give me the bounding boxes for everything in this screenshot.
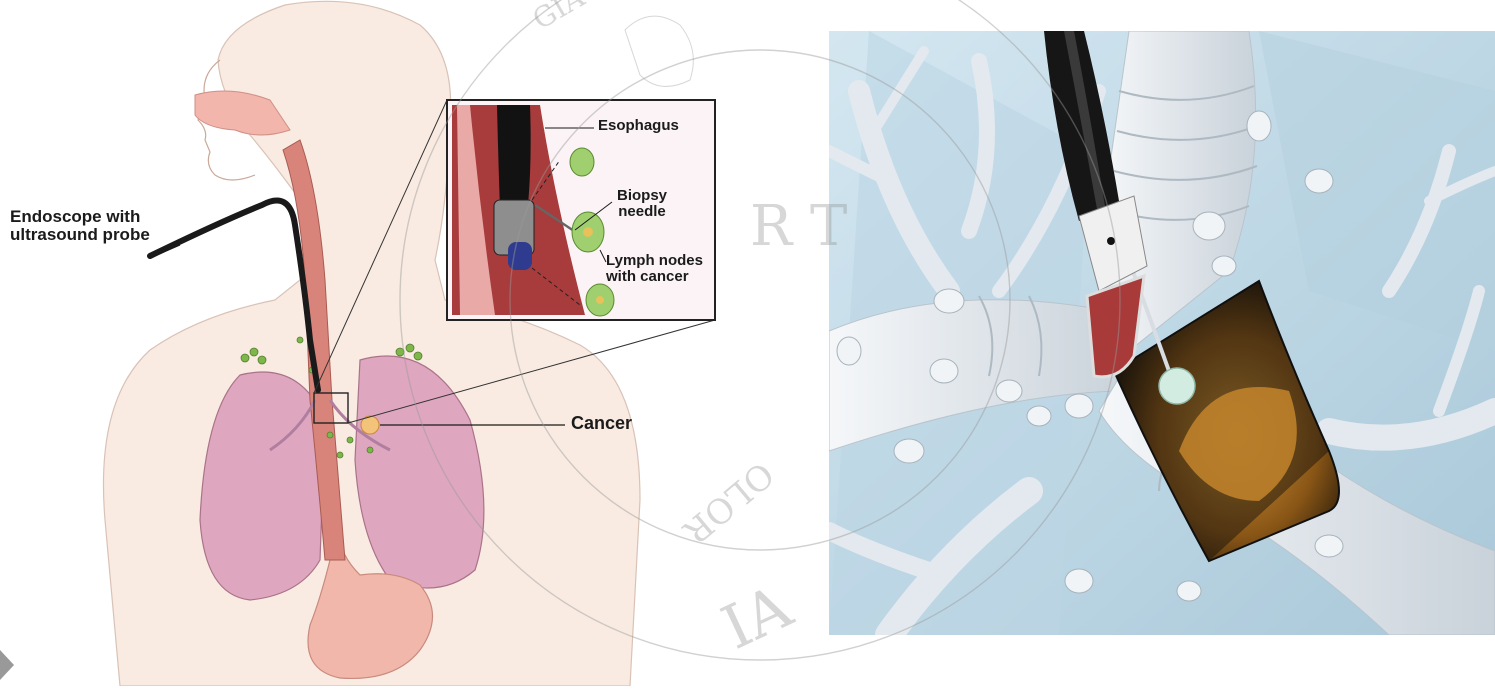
svg-text:R: R <box>750 194 794 259</box>
label-nodes-line1: Lymph nodes <box>606 253 703 269</box>
airway-rendering <box>829 31 1495 635</box>
label-lymph-nodes: Lymph nodes with cancer <box>606 253 703 285</box>
target-lymph-node <box>1159 368 1195 404</box>
label-cancer: Cancer <box>571 414 632 433</box>
label-endoscope-line1: Endoscope with <box>10 208 150 226</box>
label-endoscope: Endoscope with ultrasound probe <box>10 208 150 245</box>
body-anatomy-drawing <box>0 0 740 686</box>
endoscopy-illustration: Endoscope with ultrasound probe Cancer E… <box>0 0 740 686</box>
inset-probe <box>508 242 532 270</box>
label-esophagus: Esophagus <box>598 118 679 134</box>
label-biopsy-needle: Biopsy needle <box>617 188 667 220</box>
label-endoscope-line2: ultrasound probe <box>10 226 150 244</box>
label-needle-line2: needle <box>617 204 667 220</box>
label-nodes-line2: with cancer <box>606 269 703 285</box>
inset-scope <box>497 105 531 210</box>
ebus-3d-rendering <box>829 31 1495 635</box>
label-needle-line1: Biopsy <box>617 188 667 204</box>
